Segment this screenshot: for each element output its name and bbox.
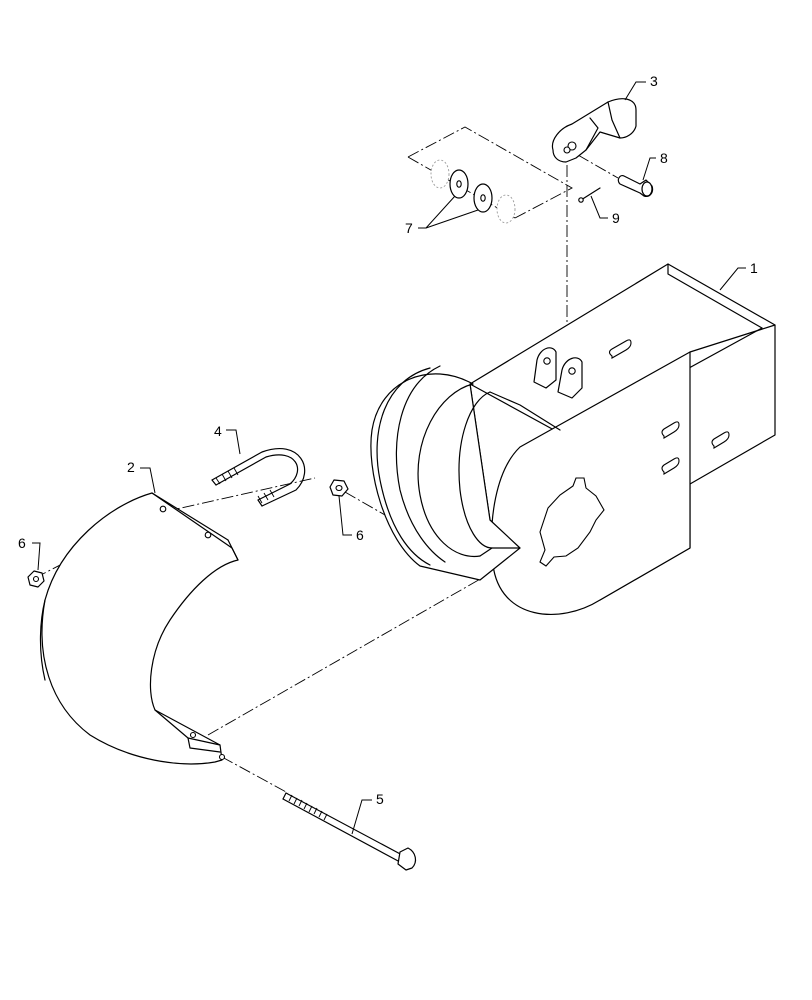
callout-6-right: 6 bbox=[356, 527, 364, 543]
callout-5: 5 bbox=[376, 791, 384, 807]
curved-shield bbox=[39, 492, 239, 765]
long-bolt-threads bbox=[288, 794, 328, 821]
clevis-pin bbox=[617, 175, 654, 197]
callout-leaders bbox=[32, 81, 746, 835]
cotter-pin bbox=[578, 187, 601, 203]
nut-right bbox=[329, 479, 349, 497]
callout-4: 4 bbox=[214, 423, 222, 439]
callout-3: 3 bbox=[650, 73, 658, 89]
callout-9: 9 bbox=[612, 210, 620, 226]
callout-1: 1 bbox=[750, 260, 758, 276]
u-bolt-threads bbox=[215, 467, 275, 504]
callout-2: 2 bbox=[127, 459, 135, 475]
latch bbox=[551, 98, 637, 163]
u-bolt bbox=[211, 447, 306, 507]
washer-stack bbox=[430, 159, 516, 224]
callout-numbers: 1 2 3 4 5 6 6 7 8 9 bbox=[18, 73, 758, 807]
drive-housing bbox=[370, 263, 776, 615]
callout-6-left: 6 bbox=[18, 535, 26, 551]
long-bolt bbox=[282, 792, 417, 871]
callout-8: 8 bbox=[660, 150, 668, 166]
nut-left bbox=[27, 570, 45, 588]
callout-7: 7 bbox=[405, 220, 413, 236]
